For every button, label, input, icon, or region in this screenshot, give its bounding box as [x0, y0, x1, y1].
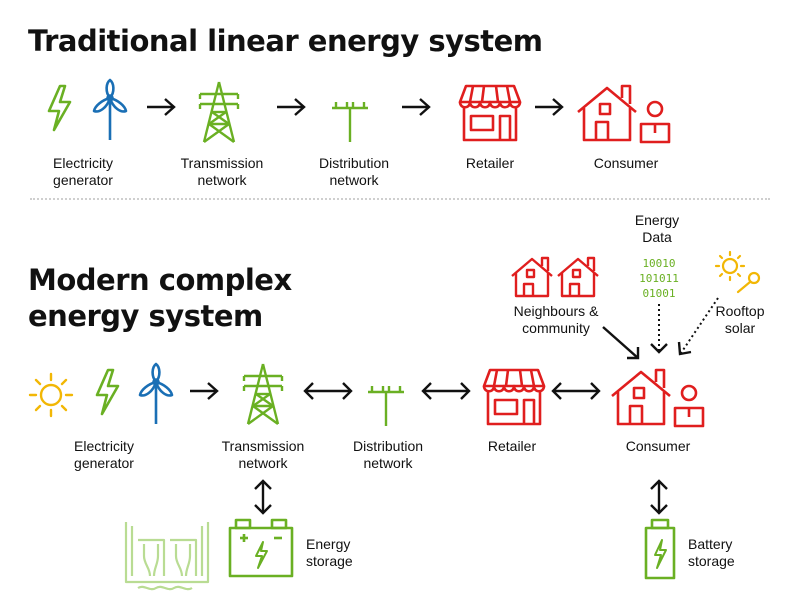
vertical-double-arrow-icon	[254, 479, 272, 515]
pylon-icon	[242, 363, 284, 425]
energy-data-binary: 10010 101011 01001	[630, 256, 688, 301]
modern-title-line: Modern complex	[28, 263, 292, 297]
shop-icon	[482, 368, 546, 426]
label-line: network	[363, 455, 413, 471]
arrow-right-icon	[147, 98, 176, 116]
modern-consumer-label: Consumer	[606, 438, 710, 455]
label-line: network	[238, 455, 288, 471]
shop-icon	[458, 84, 522, 142]
pylon-icon	[198, 81, 240, 143]
label-line: Distribution	[352, 438, 424, 454]
double-arrow-icon	[303, 382, 353, 400]
label-line: Energy	[306, 536, 351, 552]
label-line: network	[329, 172, 379, 188]
label-line: community	[522, 320, 590, 336]
label-line: solar	[724, 320, 756, 336]
arrow-data-to-consumer	[650, 304, 668, 354]
label-line: storage	[688, 553, 735, 569]
label-line: Energy	[634, 212, 680, 228]
label-line: Consumer	[625, 438, 691, 454]
arrow-right-icon	[190, 382, 219, 400]
power-pole-icon	[368, 386, 404, 426]
battery-icon	[644, 518, 676, 580]
wind-turbine-icon	[92, 78, 128, 140]
label-line: Electricity	[53, 155, 113, 171]
modern-retailer-label: Retailer	[464, 438, 560, 455]
neighbour-house-icon	[511, 256, 553, 298]
neighbours-label: Neighbours &community	[498, 303, 614, 337]
battery-icon	[228, 518, 294, 578]
label-line: generator	[53, 172, 113, 188]
label-line: Transmission	[180, 155, 264, 171]
label-line: generator	[74, 455, 134, 471]
binary-line: 101011	[639, 272, 679, 285]
arrow-right-icon	[277, 98, 306, 116]
lightning-icon	[47, 84, 72, 132]
arrow-neighbours-to-consumer	[602, 326, 640, 360]
house-icon	[611, 368, 671, 426]
arrow-right-icon	[402, 98, 431, 116]
binary-line: 10010	[642, 257, 676, 270]
double-arrow-icon	[551, 382, 601, 400]
rooftop-solar-icon	[714, 250, 761, 294]
label-line: Distribution	[318, 155, 390, 171]
label-line: Transmission	[221, 438, 305, 454]
label-line: storage	[306, 553, 353, 569]
label-line: Retailer	[465, 155, 515, 171]
label-line: Data	[642, 229, 672, 245]
trad-consumer-label: Consumer	[574, 155, 678, 172]
vertical-double-arrow-icon	[650, 479, 668, 515]
sun-icon	[28, 372, 74, 418]
arrow-right-icon	[535, 98, 564, 116]
arrow-solar-to-consumer	[677, 297, 719, 356]
label-line: network	[197, 172, 247, 188]
section-divider	[30, 198, 770, 200]
label-line: Retailer	[487, 438, 537, 454]
neighbour-house-icon	[557, 256, 599, 298]
double-arrow-icon	[421, 382, 471, 400]
trad-retailer-label: Retailer	[440, 155, 540, 172]
person-icon	[639, 100, 671, 144]
label-line: Battery	[688, 536, 733, 552]
label-line: Consumer	[593, 155, 659, 171]
power-pole-icon	[332, 102, 368, 142]
traditional-title: Traditional linear energy system	[28, 24, 543, 58]
binary-line: 01001	[642, 287, 676, 300]
modern-title-line: energy system	[28, 299, 263, 333]
dam-icon	[124, 522, 210, 591]
label-line: Rooftop	[715, 303, 765, 319]
house-icon	[577, 84, 637, 142]
label-line: Neighbours &	[513, 303, 599, 319]
label-line: Electricity	[74, 438, 134, 454]
wind-turbine-icon	[138, 362, 174, 424]
person-icon	[673, 384, 705, 428]
lightning-icon	[95, 368, 120, 416]
